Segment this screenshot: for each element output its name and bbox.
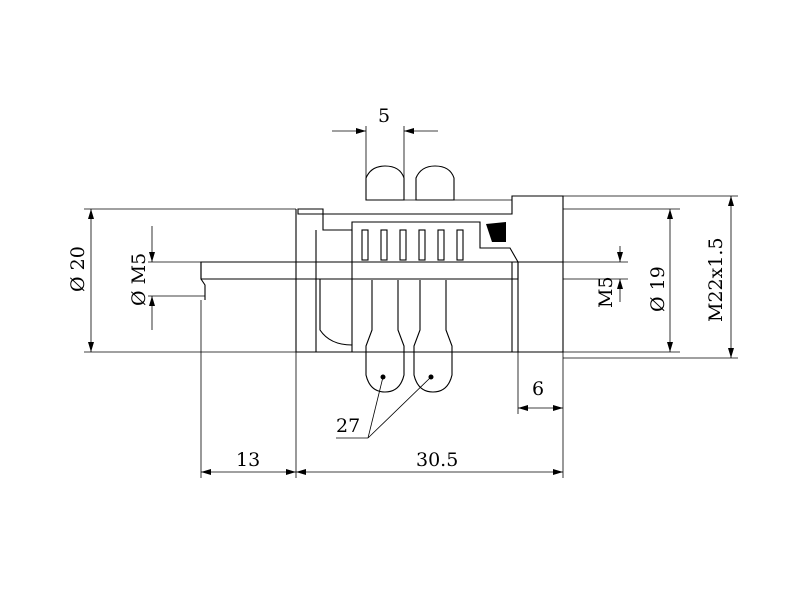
callout-label-27: 27 — [336, 415, 360, 437]
dim-label-dia-m5: Ø M5 — [128, 253, 150, 306]
dim-dia-20: Ø 20 — [67, 208, 296, 353]
dim-label-m5: M5 — [595, 276, 617, 308]
dim-label-6: 6 — [532, 378, 544, 400]
dim-dia-m5: Ø M5 — [128, 226, 205, 330]
connector-housing — [200, 165, 564, 393]
solder-lugs-bottom — [365, 280, 453, 393]
seal-ring — [486, 222, 506, 242]
dim-bottom-lengths: 13 30.5 — [200, 300, 563, 478]
dim-pin-width: 5 — [332, 105, 438, 200]
dim-length-6: 6 — [517, 352, 564, 478]
pin-section-hatch — [200, 261, 519, 280]
dim-thread: M22x1.5 — [563, 195, 738, 359]
dim-label-dia-19: Ø 19 — [647, 266, 669, 312]
dim-label-5: 5 — [378, 105, 390, 127]
callout-27: 27 — [336, 376, 432, 439]
dim-label-30-5: 30.5 — [416, 449, 458, 471]
dim-label-dia-20: Ø 20 — [67, 246, 89, 292]
housing-section-hatch — [297, 195, 564, 263]
solder-lugs-top — [365, 165, 512, 201]
contact-springs — [361, 229, 464, 261]
dim-label-thread: M22x1.5 — [705, 237, 727, 322]
dim-dia-19: Ø 19 — [563, 208, 680, 353]
dim-m5: M5 — [563, 246, 628, 308]
dim-label-13: 13 — [236, 449, 260, 471]
